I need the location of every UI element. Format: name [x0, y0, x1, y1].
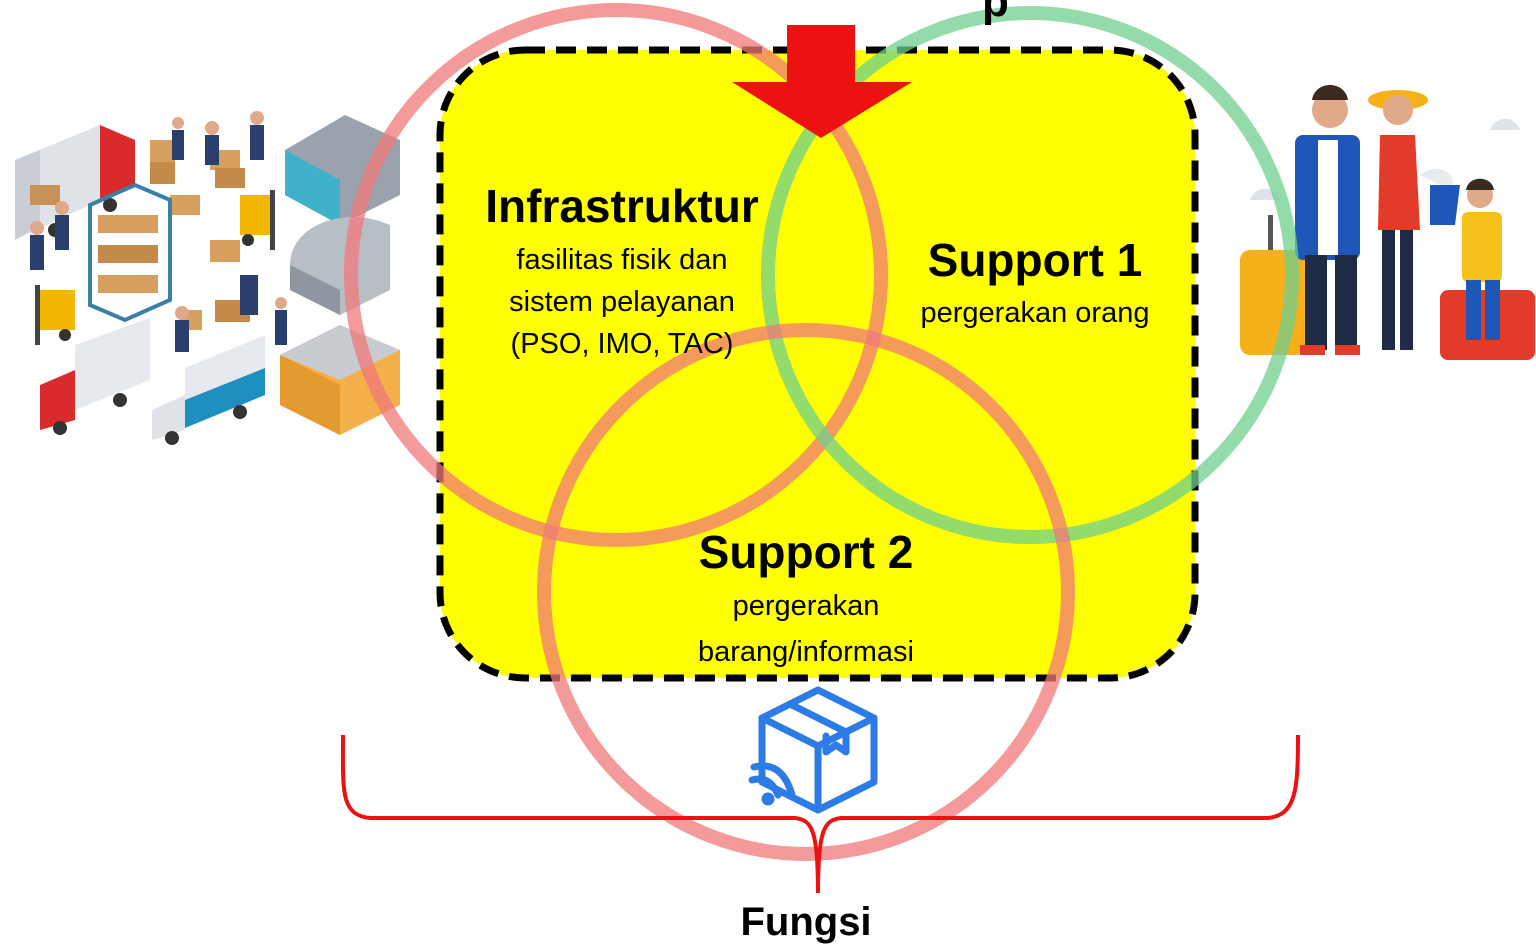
infrastruktur-line-2: sistem pelayanan: [509, 286, 735, 318]
fungsi-label: Fungsi: [740, 900, 871, 944]
top-title-fragment: p: [982, 0, 1009, 26]
smart-package-icon: [748, 686, 878, 814]
shelf-rack-icon: [88, 182, 172, 323]
infrastruktur-line-3: (PSO, IMO, TAC): [511, 328, 734, 360]
support-2-title: Support 2: [699, 526, 914, 578]
support-1-subtitle: pergerakan orang: [921, 297, 1150, 329]
infrastruktur-title: Infrastruktur: [485, 180, 759, 232]
circle-support-1: [761, 6, 1299, 544]
forklift-icon: [35, 190, 275, 345]
container-truck-icon: [15, 125, 135, 240]
down-arrow-icon: [732, 25, 912, 138]
delivery-truck-red-icon: [40, 318, 150, 435]
support-2-line-2: barang/informasi: [698, 636, 914, 668]
mother-figure-icon: [1368, 90, 1460, 350]
delivery-truck-blue-icon: [152, 335, 265, 445]
circle-infrastruktur: [344, 3, 888, 547]
curly-brace: [340, 734, 1300, 894]
scope-box: [436, 46, 1199, 682]
father-figure-icon: [1295, 85, 1360, 355]
warehouse-building-icon: [280, 115, 400, 435]
worker-figures-icon: [30, 111, 287, 352]
circle-support-2: [537, 323, 1075, 861]
child-figure-icon: [1462, 178, 1502, 340]
support-1-title: Support 1: [928, 234, 1143, 286]
infrastruktur-line-1: fasilitas fisik dan: [516, 244, 727, 276]
support-2-line-1: pergerakan: [733, 590, 880, 622]
logistics-warehouse-illustration: [15, 111, 400, 445]
